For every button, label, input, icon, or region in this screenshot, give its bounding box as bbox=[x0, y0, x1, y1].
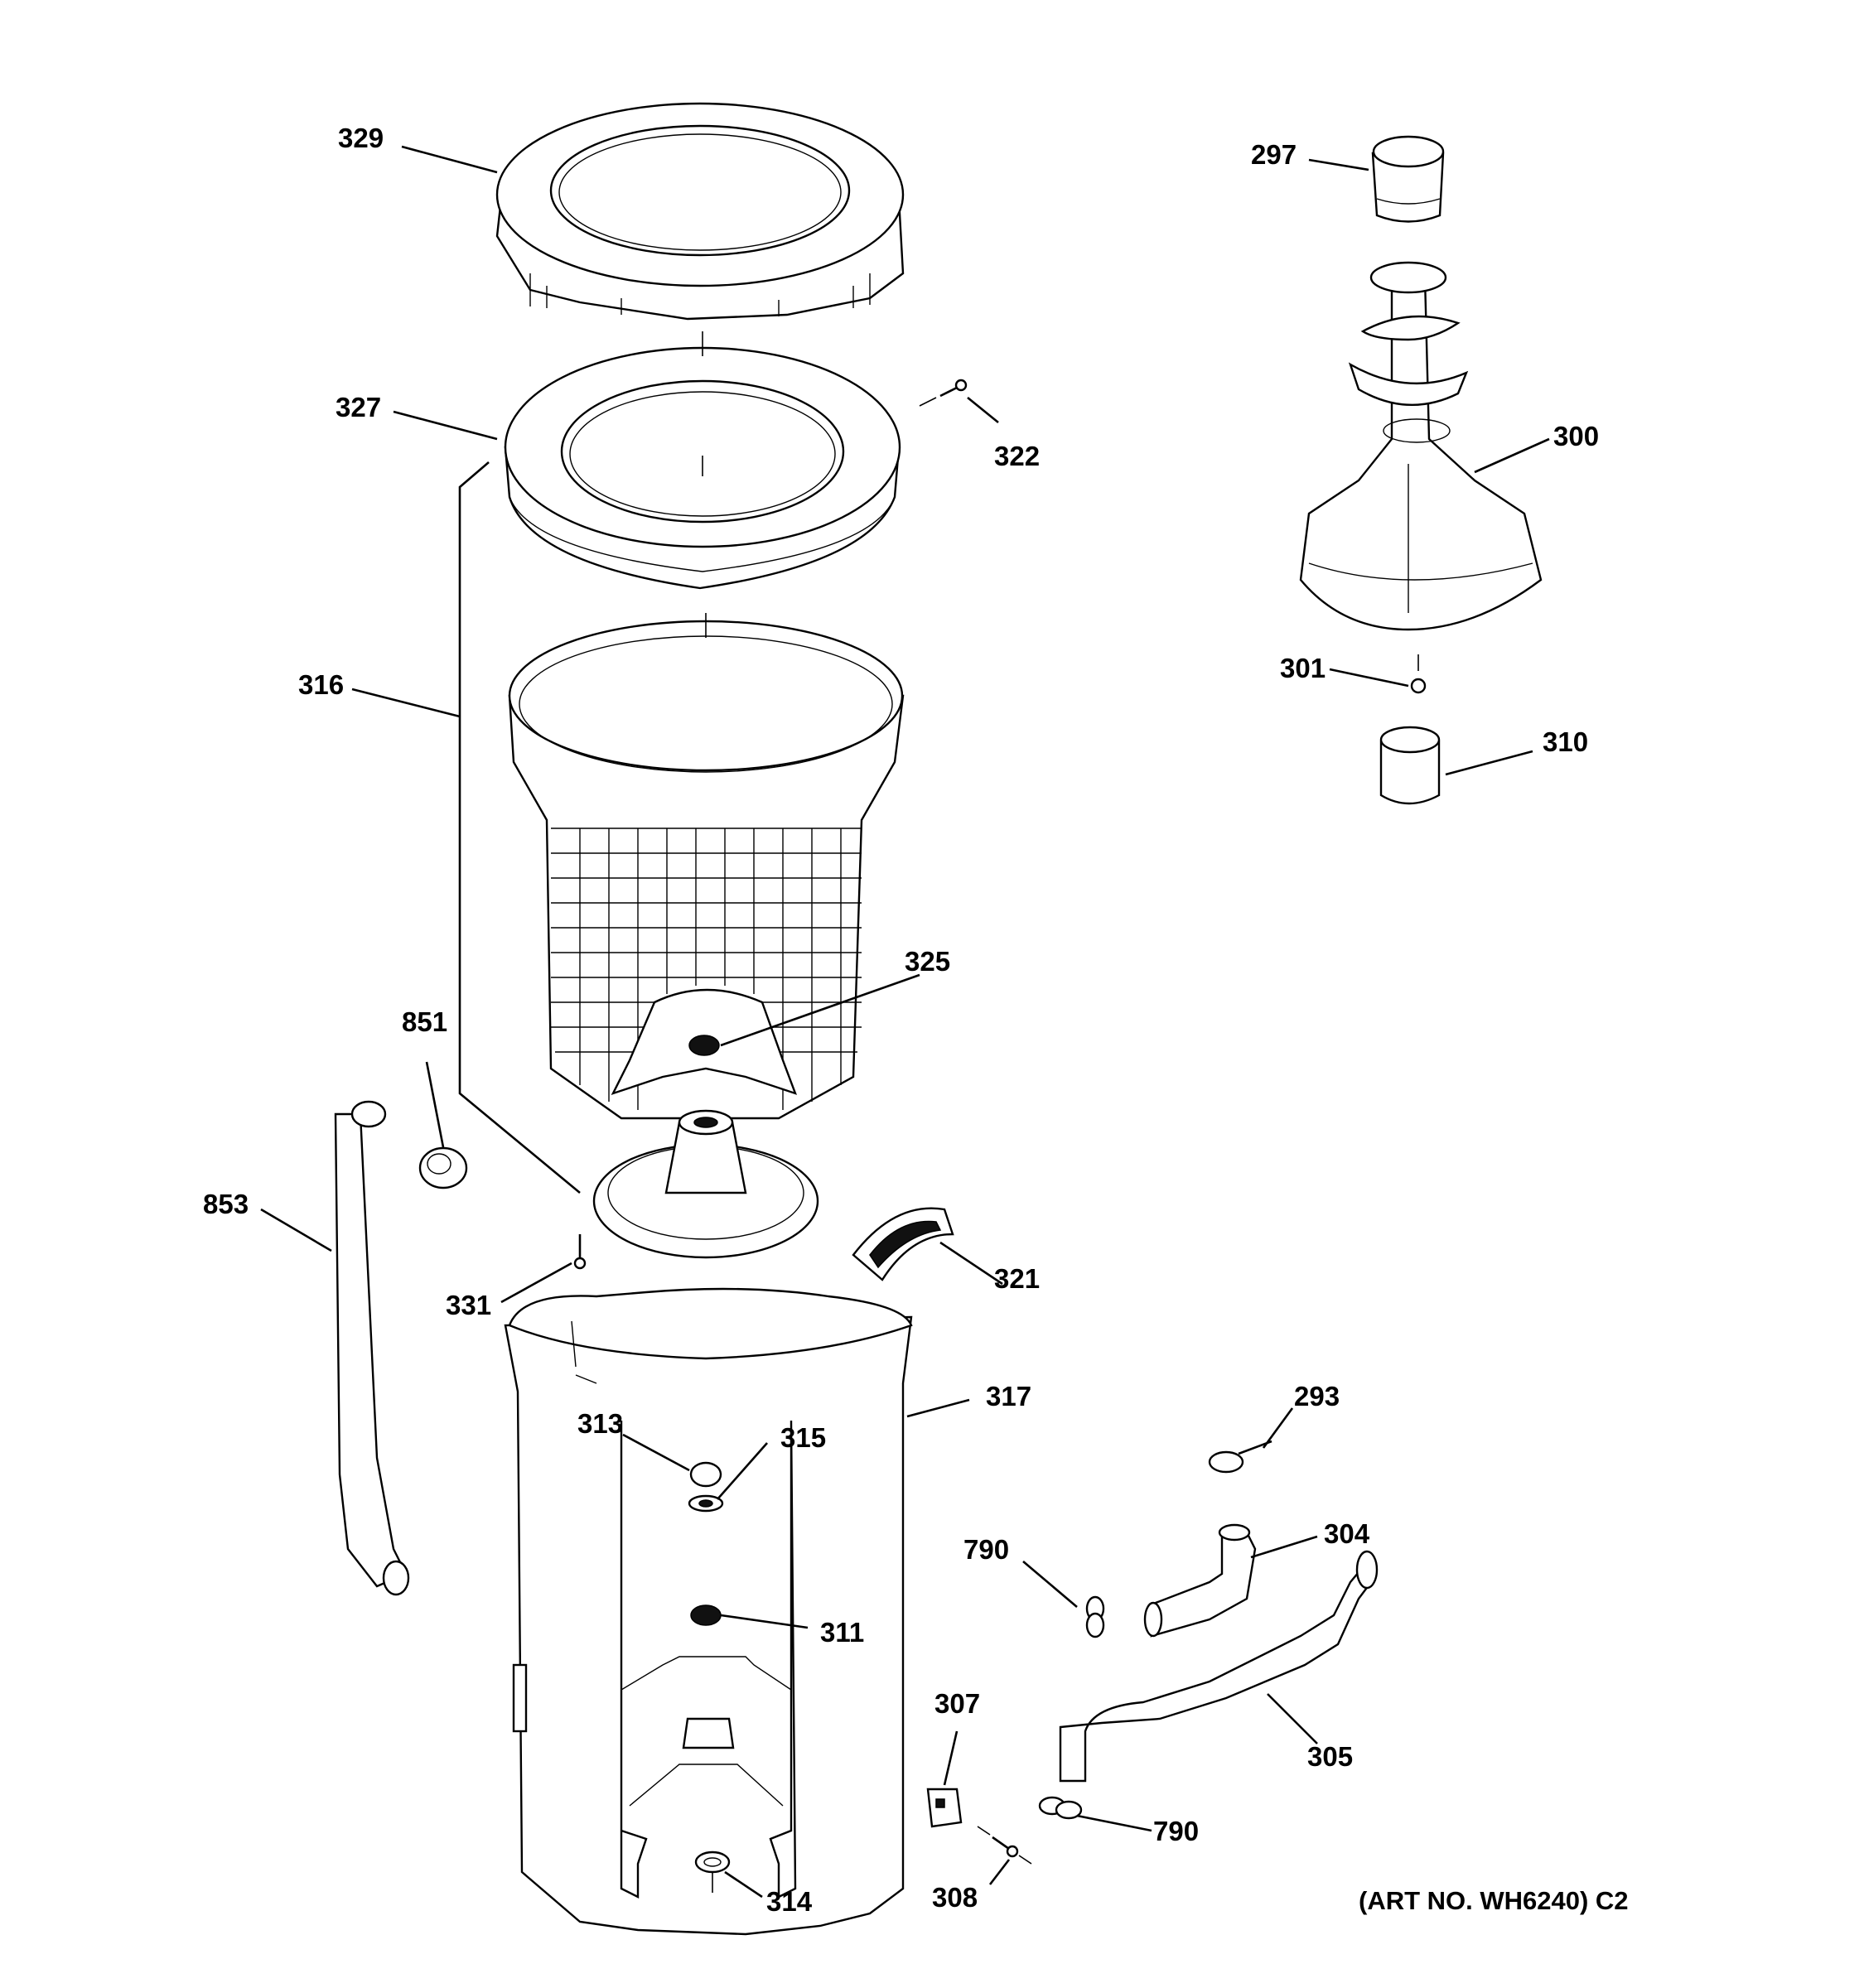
drain-hose-305 bbox=[1059, 1550, 1379, 1783]
callout-327: 327 bbox=[336, 392, 381, 422]
seal-314 bbox=[694, 1850, 731, 1893]
callout-851: 851 bbox=[402, 1006, 447, 1037]
callout-321: 321 bbox=[994, 1263, 1040, 1294]
bracket-307 bbox=[926, 1788, 963, 1828]
agitator-300 bbox=[1299, 261, 1543, 631]
callout-293: 293 bbox=[1294, 1381, 1340, 1411]
filter-321 bbox=[852, 1207, 954, 1281]
callout-790-lower: 790 bbox=[1153, 1816, 1199, 1846]
clamp-790-upper bbox=[1085, 1595, 1105, 1638]
screw-331 bbox=[573, 1234, 587, 1270]
callout-307: 307 bbox=[934, 1688, 980, 1719]
coupler-310 bbox=[1379, 726, 1441, 805]
callout-301: 301 bbox=[1280, 653, 1326, 683]
plug-851 bbox=[418, 1146, 468, 1189]
callout-314: 314 bbox=[766, 1886, 813, 1917]
callout-331: 331 bbox=[446, 1290, 491, 1320]
callout-304: 304 bbox=[1324, 1518, 1370, 1549]
basket-hub-316 bbox=[592, 1109, 819, 1259]
callout-322: 322 bbox=[994, 441, 1040, 471]
hose-304 bbox=[1143, 1523, 1257, 1638]
leader-316-bracket bbox=[458, 461, 581, 1194]
balance-ring-327 bbox=[504, 331, 901, 590]
callout-305: 305 bbox=[1307, 1741, 1353, 1772]
tub-cover-329 bbox=[495, 102, 905, 321]
callout-329: 329 bbox=[338, 123, 384, 153]
basket-316 bbox=[508, 613, 905, 1120]
bolt-301 bbox=[1410, 654, 1427, 694]
leader-lines bbox=[260, 145, 1550, 1899]
tube-853 bbox=[334, 1100, 410, 1596]
clamp-790-lower bbox=[1038, 1796, 1083, 1820]
callout-853: 853 bbox=[203, 1189, 249, 1219]
callout-317: 317 bbox=[986, 1381, 1031, 1411]
callout-325: 325 bbox=[905, 946, 950, 977]
callout-790-upper: 790 bbox=[963, 1534, 1009, 1565]
callout-labels: 329 327 322 297 300 301 310 316 325 851 … bbox=[203, 123, 1599, 1917]
callout-311: 311 bbox=[820, 1617, 864, 1648]
art-number: (ART NO. WH6240) C2 bbox=[1359, 1886, 1629, 1915]
callout-297: 297 bbox=[1251, 139, 1297, 170]
callout-315: 315 bbox=[780, 1422, 826, 1453]
screw-308 bbox=[977, 1826, 1032, 1865]
cap-297 bbox=[1371, 135, 1445, 223]
callout-316: 316 bbox=[298, 669, 344, 700]
clamp-293 bbox=[1208, 1440, 1272, 1474]
callout-313: 313 bbox=[577, 1408, 623, 1439]
callout-308: 308 bbox=[932, 1882, 978, 1913]
outer-tub-317 bbox=[504, 1287, 913, 1936]
callout-300: 300 bbox=[1553, 421, 1599, 451]
screw-322 bbox=[919, 379, 968, 407]
callout-310: 310 bbox=[1543, 726, 1588, 757]
